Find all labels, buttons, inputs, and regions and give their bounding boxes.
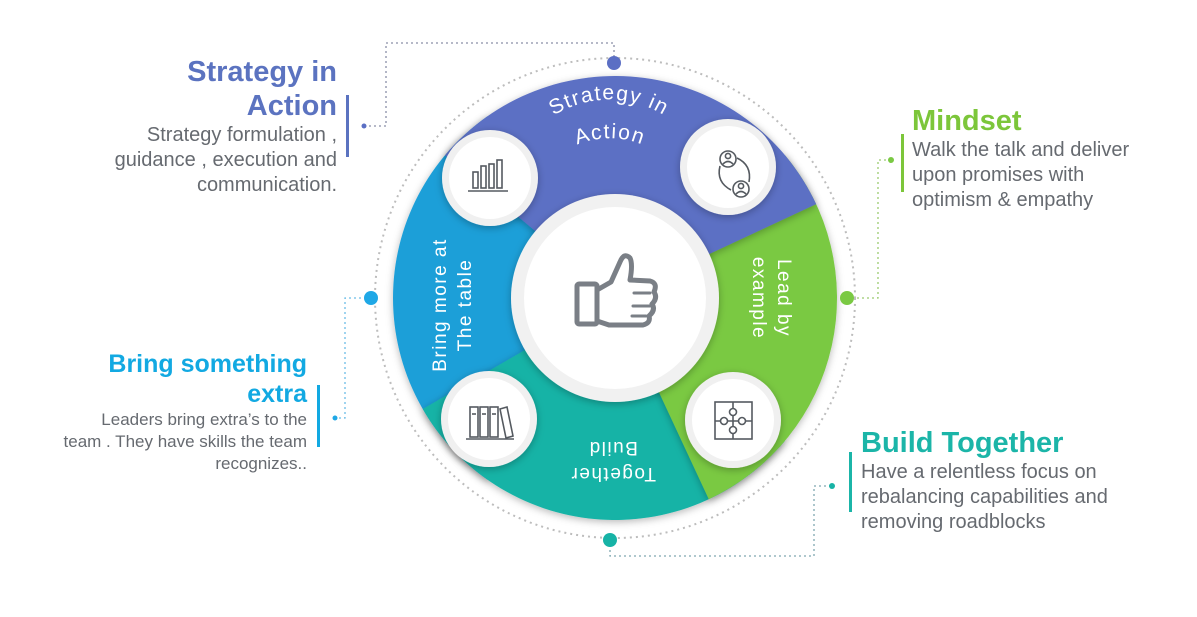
- callout-strategy: Strategy in Action Strategy formulation …: [115, 55, 337, 198]
- callout-strategy-title: Strategy in Action: [115, 55, 337, 123]
- callout-bring-title-line1: Bring something: [108, 350, 307, 378]
- callout-strategy-bar: [346, 95, 349, 157]
- connector-strategy: [364, 42, 615, 127]
- callout-mindset-bar: [901, 134, 904, 192]
- connector-build: [609, 485, 832, 557]
- callout-bring-desc: Leaders bring extra’s to the team . They…: [64, 409, 307, 475]
- callout-build-title: Build Together: [861, 426, 1108, 460]
- callout-mindset-desc-line2: upon promises with: [912, 164, 1085, 186]
- connector-lines: [335, 42, 891, 557]
- callout-mindset-title: Mindset: [912, 104, 1129, 138]
- callout-strategy-desc-line1: Strategy formulation ,: [146, 124, 337, 146]
- bar-chart-icon: [468, 159, 508, 192]
- callout-bring: Bring something extra Leaders bring extr…: [64, 349, 307, 475]
- callout-strategy-desc-line2: guidance , execution and: [114, 149, 337, 171]
- icon-disc-build: [685, 372, 781, 468]
- small-dot-bring: [332, 415, 338, 421]
- outer-dotted-ring: [374, 57, 856, 539]
- callout-build-title-line1: Build Together: [861, 427, 1064, 459]
- callout-bring-desc-line1: Leaders bring extra’s to the: [101, 410, 307, 429]
- callout-build-desc-line2: rebalancing capabilities and: [861, 486, 1108, 508]
- icon-disc-bring: [441, 371, 537, 467]
- segment-label-lead-line2: example: [748, 257, 769, 339]
- segment-label-bring-line2: The table: [455, 259, 476, 352]
- callout-mindset: Mindset Walk the talk and deliver upon p…: [912, 104, 1129, 213]
- small-dot-mindset: [888, 157, 894, 163]
- small-dot-build: [829, 483, 835, 489]
- callout-build-desc-line3: removing roadblocks: [861, 511, 1046, 533]
- center-hub-inner: [524, 207, 706, 389]
- callout-strategy-title-line2: Action: [246, 90, 337, 122]
- callout-mindset-title-line1: Mindset: [912, 105, 1022, 137]
- callout-mindset-desc: Walk the talk and deliver upon promises …: [912, 138, 1129, 213]
- icon-disc-strategy: [442, 130, 538, 226]
- segment-label-build-line1: Together: [570, 463, 656, 484]
- icon-disc-lead: [680, 119, 776, 215]
- callout-build-desc-line1: Have a relentless focus on: [861, 461, 1097, 483]
- callout-mindset-desc-line3: optimism & empathy: [912, 189, 1094, 211]
- callout-bring-desc-line3: recognizes..: [215, 454, 307, 473]
- callout-build-desc: Have a relentless focus on rebalancing c…: [861, 460, 1108, 535]
- marker-dot-build: [603, 533, 617, 547]
- callout-build-bar: [849, 452, 852, 512]
- connector-mindset: [847, 159, 891, 299]
- segment-label-build-line2: Build: [588, 437, 638, 458]
- marker-dot-mindset: [840, 291, 854, 305]
- marker-dot-bring: [364, 291, 378, 305]
- callout-bring-title-line2: extra: [247, 380, 307, 408]
- callout-bring-title: Bring something extra: [64, 349, 307, 409]
- marker-dot-strategy: [607, 56, 621, 70]
- callout-build: Build Together Have a relentless focus o…: [861, 426, 1108, 535]
- callout-mindset-desc-line1: Walk the talk and deliver: [912, 139, 1130, 161]
- callout-strategy-desc-line3: communication.: [196, 174, 337, 196]
- puzzle-icon: [714, 401, 753, 440]
- small-dot-strategy: [361, 123, 367, 129]
- connector-bring: [335, 297, 371, 419]
- callout-bring-bar: [317, 385, 320, 447]
- callout-bring-desc-line2: team . They have skills the team: [63, 432, 307, 451]
- segment-label-lead-line1: Lead by: [773, 259, 794, 337]
- segment-label-bring-line1: Bring more at: [430, 238, 451, 372]
- binders-icon: [466, 405, 514, 440]
- people-cycle-icon: [718, 150, 751, 198]
- callout-strategy-title-line1: Strategy in: [187, 56, 337, 88]
- thumbs-up-icon: [574, 253, 659, 328]
- callout-strategy-desc: Strategy formulation , guidance , execut…: [115, 123, 337, 198]
